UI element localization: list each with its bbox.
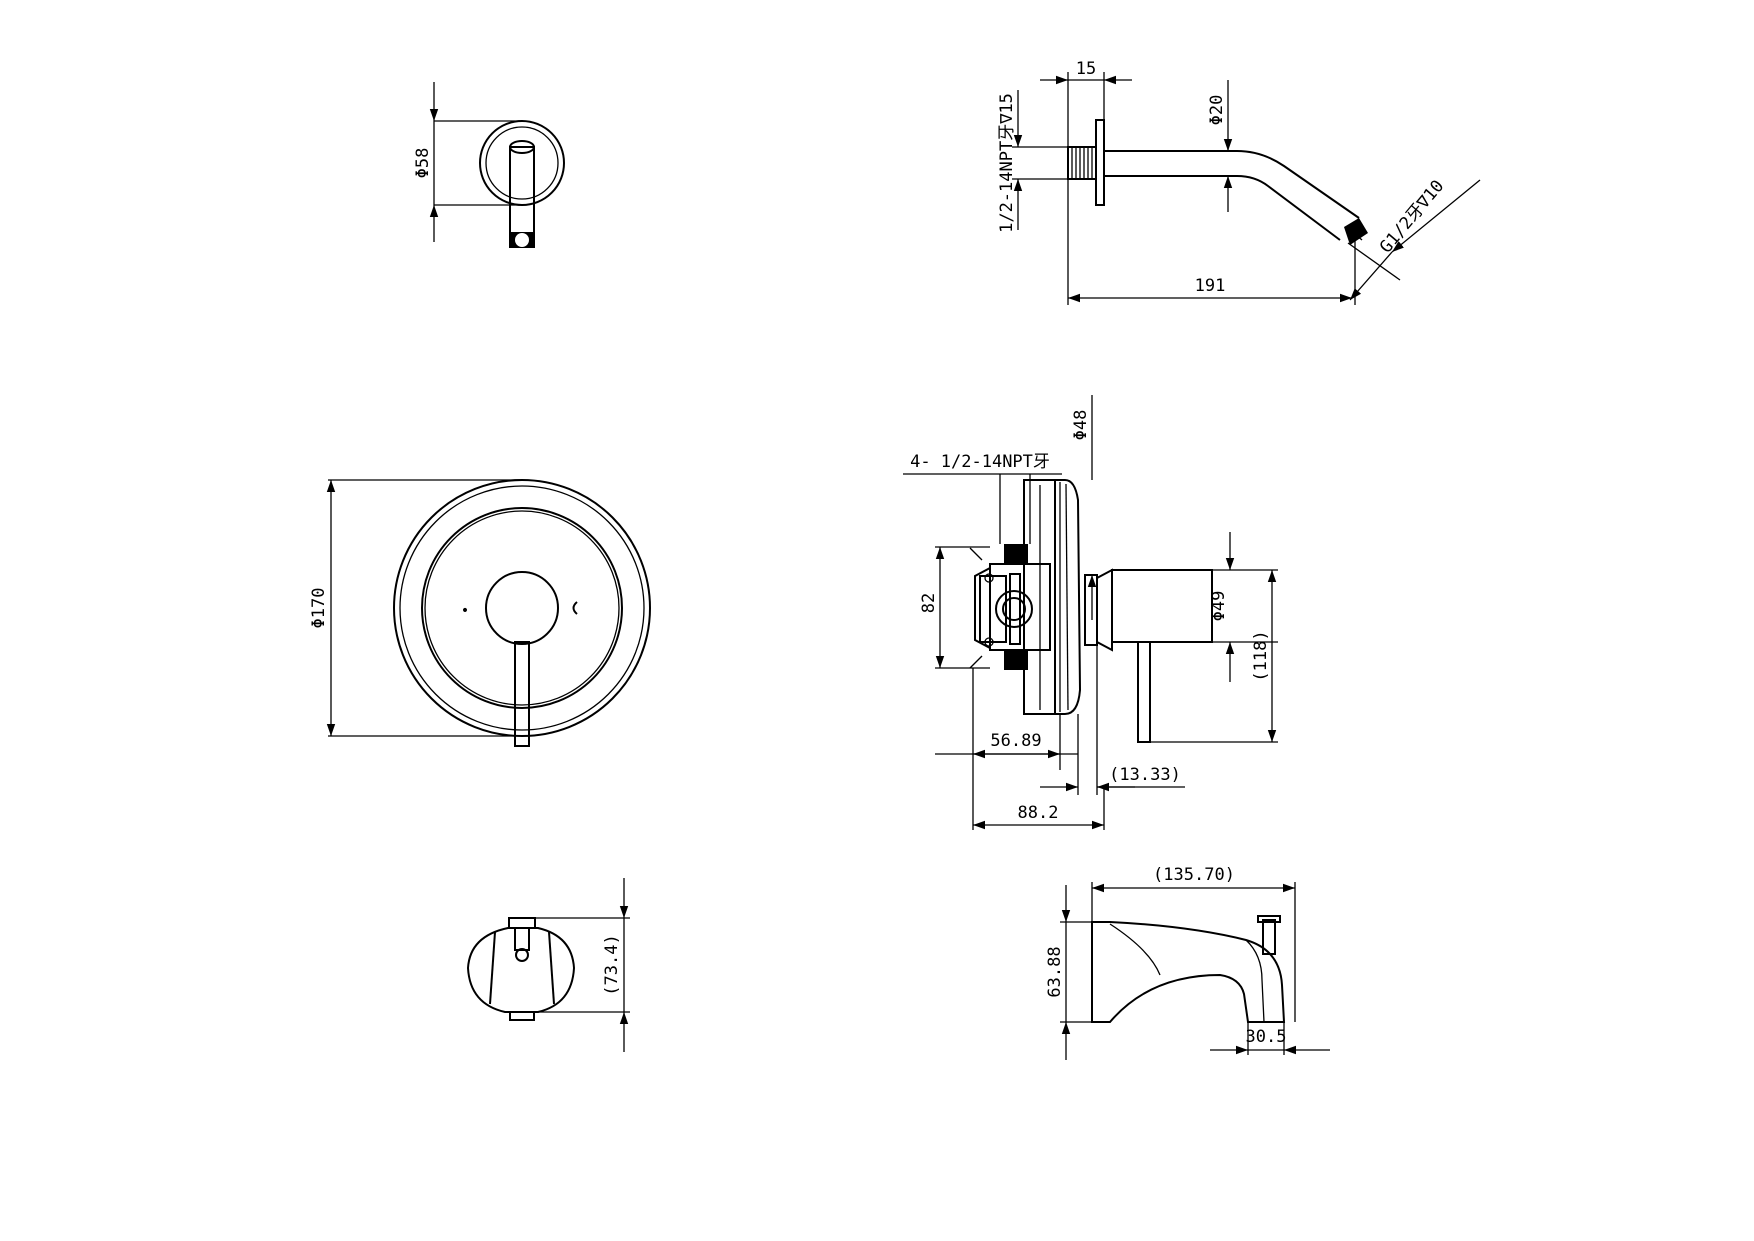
hot-indicator-icon <box>572 601 578 615</box>
dim-spout-height: 63.88 <box>1045 946 1065 997</box>
dim-valve-depth: 56.89 <box>990 731 1041 751</box>
dim-arm-diameter: Φ20 <box>1207 95 1227 126</box>
dim-inlet-thread: 1/2-14NPT牙∇15 <box>997 93 1017 233</box>
shower-arm-side-view <box>1012 72 1481 305</box>
dim-outlet-thread: G1/2牙∇10 <box>1376 176 1448 257</box>
spout-side-view <box>1060 882 1330 1060</box>
dim-handle-hub-diameter: Φ49 <box>1209 591 1229 622</box>
dim-arm-length: 191 <box>1195 276 1226 296</box>
dim-valve-height: 82 <box>919 593 939 613</box>
dim-port-thread: 4- 1/2-14NPT牙 <box>910 452 1050 472</box>
dim-spout-outlet: 30.5 <box>1246 1027 1287 1047</box>
trim-plate-front-view: • <box>326 479 651 747</box>
dim-overall-depth: 88.2 <box>1018 803 1059 823</box>
dim-valve-body-diameter: Φ48 <box>1071 410 1091 441</box>
dim-trim-offset: (13.33) <box>1109 765 1181 785</box>
dim-flange-thickness: 15 <box>1076 59 1096 79</box>
spout-front-view <box>466 878 630 1052</box>
cold-indicator-icon: • <box>461 603 469 619</box>
dim-spout-length: (135.70) <box>1153 865 1235 885</box>
dim-spout-height-front: (73.4) <box>602 934 622 995</box>
dim-handle-height: (118) <box>1251 630 1271 681</box>
valve-side-view <box>903 395 1278 830</box>
dim-flange-diameter: Φ58 <box>413 148 433 179</box>
dim-trim-diameter: Φ170 <box>309 588 329 629</box>
shower-arm-front-view <box>429 82 565 248</box>
